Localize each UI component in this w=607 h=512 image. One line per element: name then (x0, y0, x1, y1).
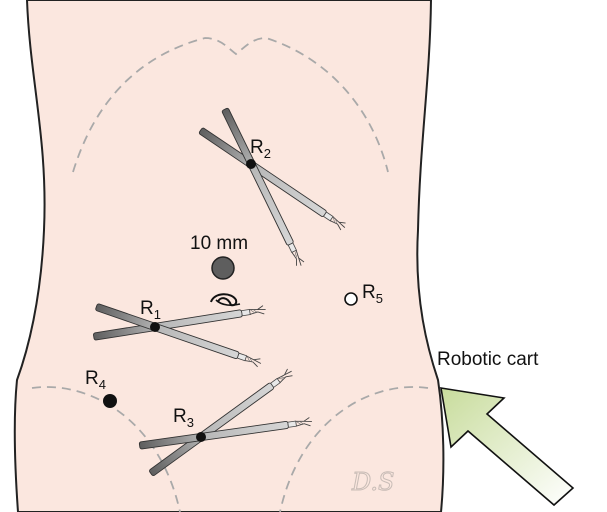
rib-margin-line (72, 37, 389, 173)
port-r3-label: R3 (173, 406, 194, 430)
port-r3-instruments (138, 367, 313, 478)
camera-port-10mm (211, 256, 235, 280)
robotic-cart-arrow (440, 387, 575, 507)
torso (13, 0, 445, 512)
port-r2-marker (246, 159, 256, 169)
port-r5-marker (344, 292, 358, 306)
port-r1-instruments (92, 302, 267, 368)
port-r3-marker (196, 432, 206, 442)
left-iliac-line (31, 386, 181, 512)
port-r4-marker (103, 394, 117, 408)
umbilicus-icon (210, 293, 241, 307)
port-r5-label: R5 (362, 282, 383, 306)
artist-signature: D.S (351, 468, 394, 496)
right-iliac-line (279, 386, 429, 512)
port-r1-label: R1 (140, 298, 161, 322)
port-r4-label: R4 (85, 368, 106, 392)
port-r2-instruments (197, 106, 348, 268)
robotic-cart-label: Robotic cart (437, 349, 539, 370)
camera-port-label: 10 mm (190, 233, 248, 254)
port-r1-marker (150, 322, 160, 332)
port-r2-label: R2 (250, 137, 271, 161)
